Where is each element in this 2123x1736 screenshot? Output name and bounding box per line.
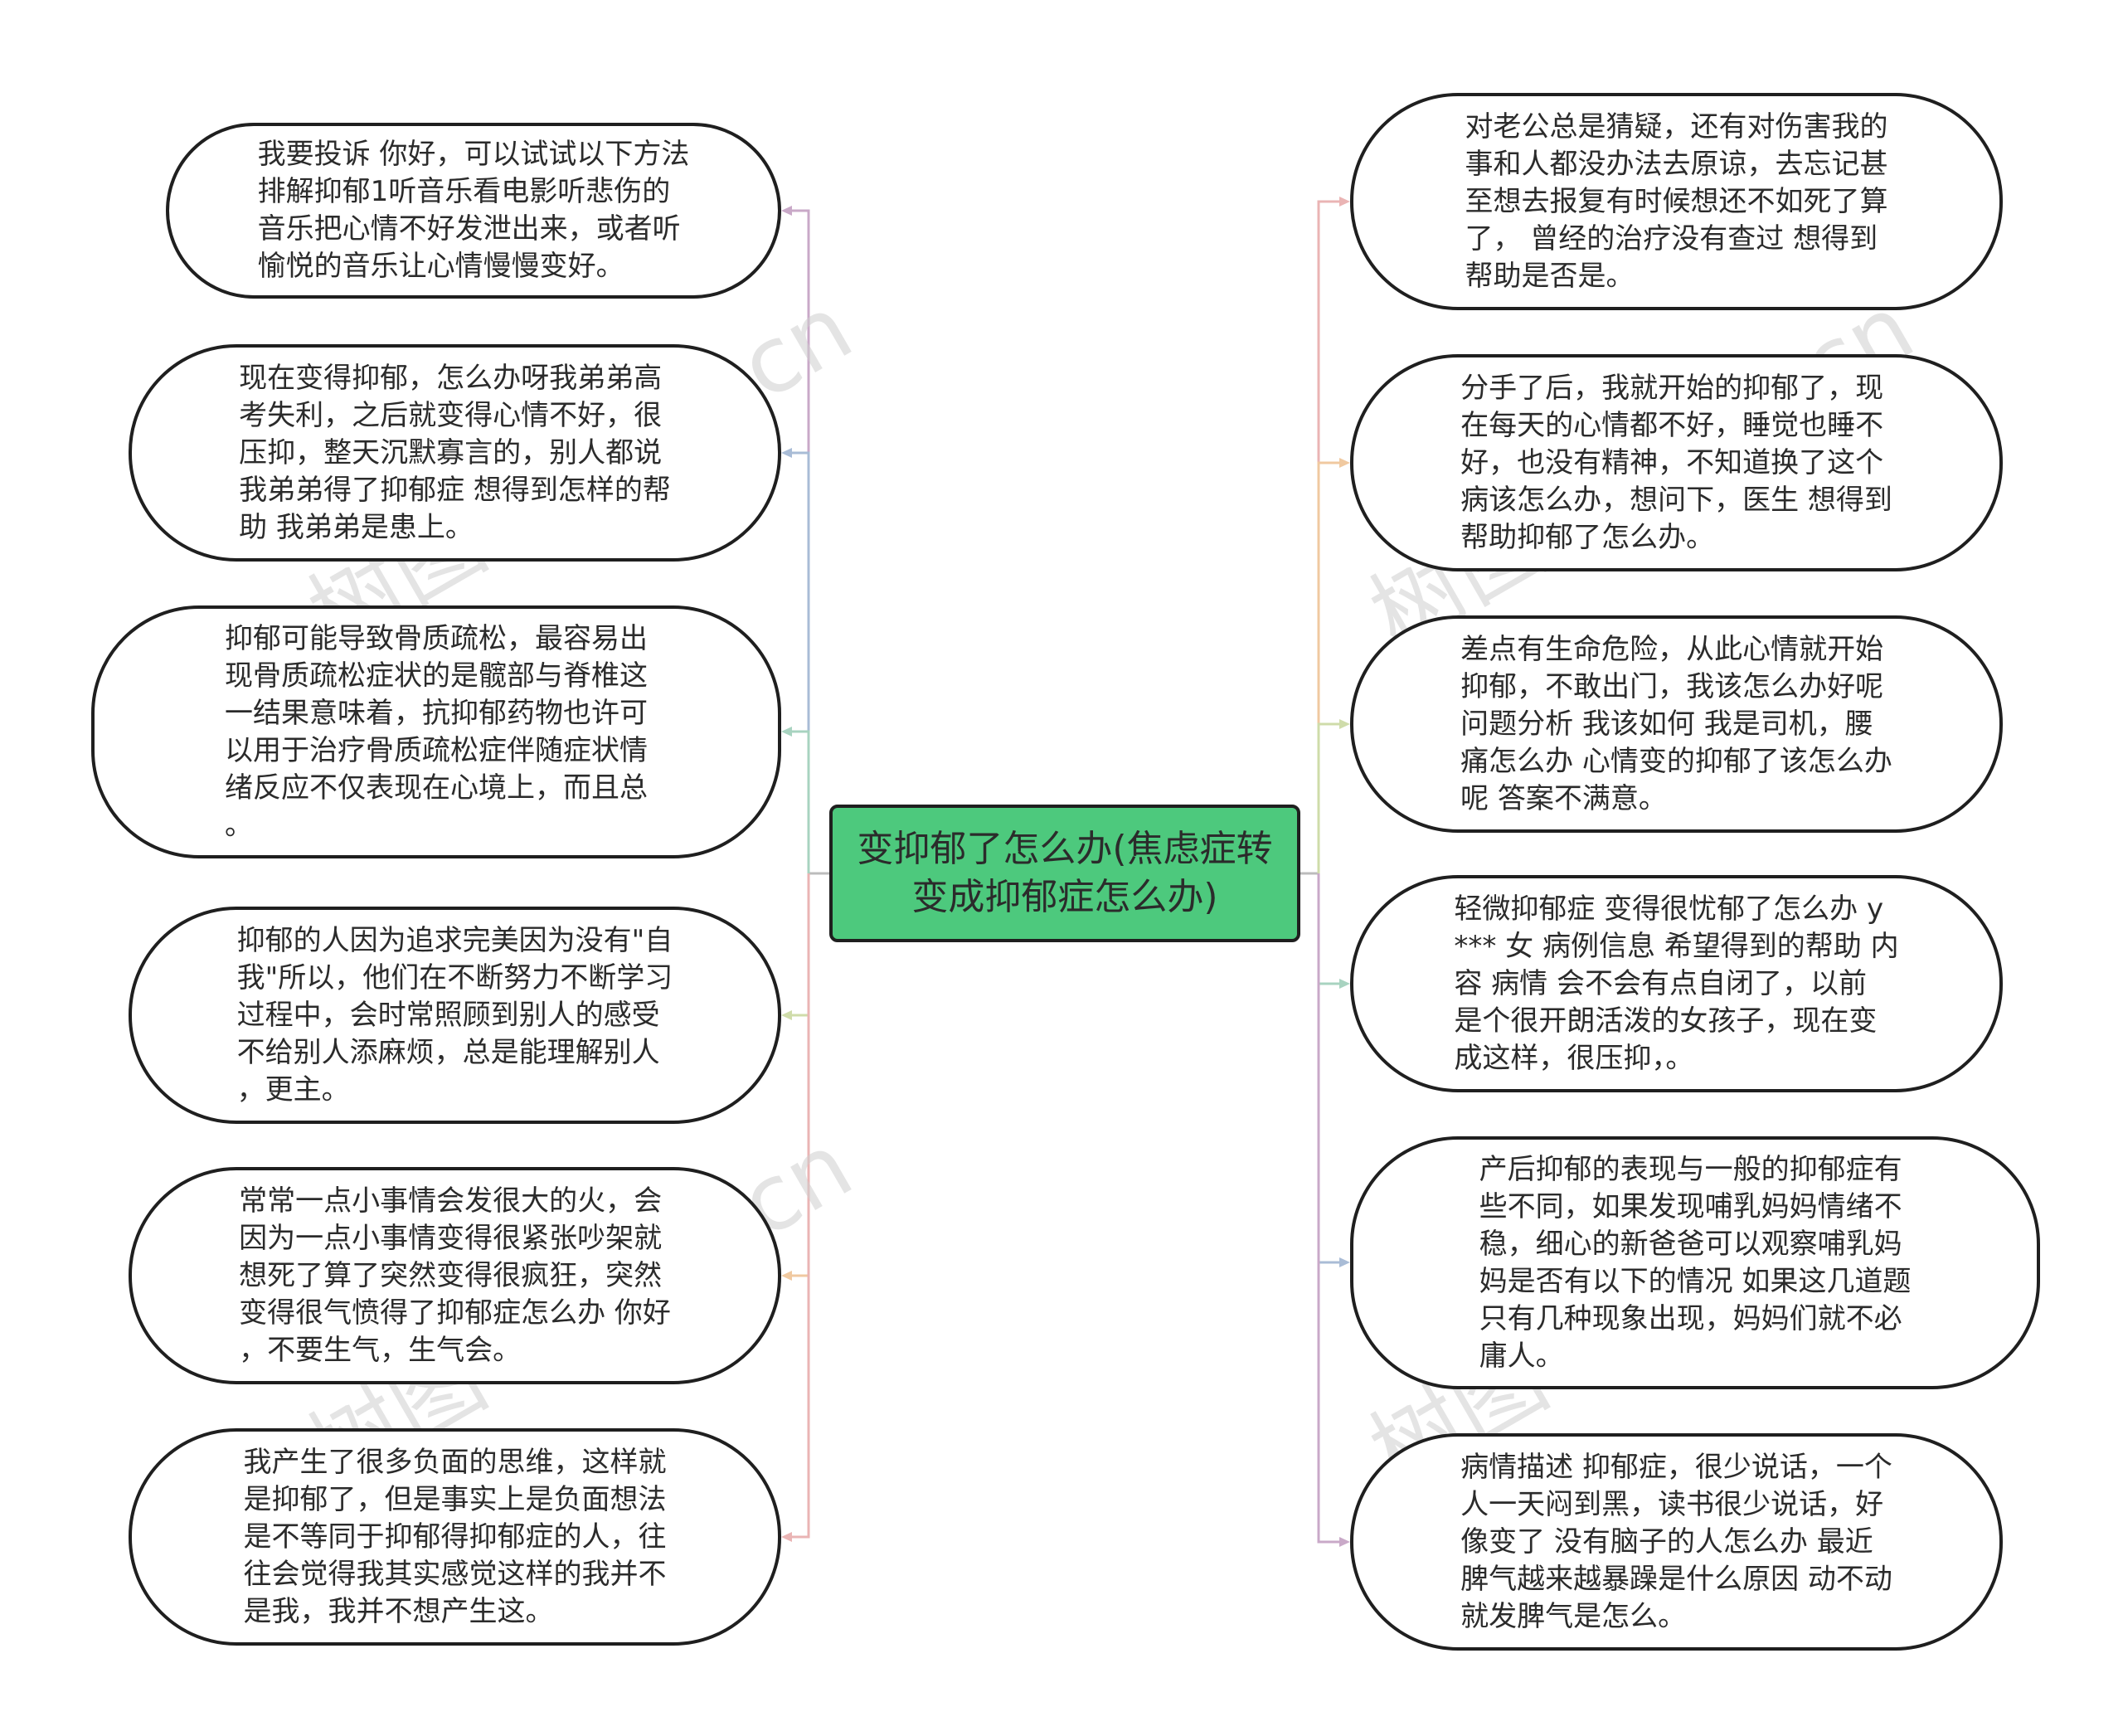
arrowhead-icon <box>781 1532 792 1542</box>
connector-line <box>1317 873 1340 985</box>
connector-line <box>1317 873 1340 1544</box>
branch-node[interactable]: 病情描述 抑郁症，很少说话，一个 人一天闷到黑，读书很少说话，好 像变了 没有脑… <box>1350 1433 2003 1651</box>
branch-node-text: 我要投诉 你好，可以试试以下方法 排解抑郁1听音乐看电影听悲伤的 音乐把心情不好… <box>257 138 690 283</box>
branch-node[interactable]: 抑郁的人因为追求完美因为没有"自 我"所以，他们在不断努力不断学习 过程中，会时… <box>129 907 781 1124</box>
central-topic[interactable]: 变抑郁了怎么办(焦虑症转 变成抑郁症怎么办) <box>829 805 1300 942</box>
arrowhead-icon <box>781 727 792 737</box>
connector-line <box>1317 461 1340 873</box>
connector-line <box>1317 722 1340 873</box>
branch-node-text: 病情描述 抑郁症，很少说话，一个 人一天闷到黑，读书很少说话，好 像变了 没有脑… <box>1460 1450 1892 1633</box>
arrowhead-icon <box>781 206 792 216</box>
branch-node-text: 对老公总是猜疑，还有对伤害我的 事和人都没办法去原谅，去忘记甚 至想去报复有时候… <box>1465 109 1888 293</box>
connector-line <box>1317 873 1340 1264</box>
branch-node[interactable]: 我产生了很多负面的思维，这样就 是抑郁了，但是事实上是负面想法 是不等同于抑郁得… <box>129 1428 781 1646</box>
arrowhead-icon <box>1339 979 1350 989</box>
branch-node[interactable]: 抑郁可能导致骨质疏松，最容易出 现骨质疏松症状的是髋部与脊椎这 一结果意味着，抗… <box>91 605 781 858</box>
connector-line <box>791 451 810 873</box>
branch-node[interactable]: 现在变得抑郁，怎么办呀我弟弟高 考失利，之后就变得心情不好，很 压抑，整天沉默寡… <box>129 344 781 562</box>
branch-node-text: 轻微抑郁症 变得很忧郁了怎么办 y *** 女 病例信息 希望得到的帮助 内 容… <box>1454 892 1899 1075</box>
branch-node[interactable]: 对老公总是猜疑，还有对伤害我的 事和人都没办法去原谅，去忘记甚 至想去报复有时候… <box>1350 93 2003 310</box>
branch-node[interactable]: 差点有生命危险，从此心情就开始 抑郁，不敢出门，我该怎么办好呢 问题分析 我该如… <box>1350 615 2003 833</box>
connector-line <box>791 873 810 1539</box>
branch-node-text: 产后抑郁的表现与一般的抑郁症有 些不同，如果发现哺乳妈妈情绪不 稳，细心的新爸爸… <box>1479 1152 1912 1373</box>
branch-node[interactable]: 产后抑郁的表现与一般的抑郁症有 些不同，如果发现哺乳妈妈情绪不 稳，细心的新爸爸… <box>1350 1136 2040 1389</box>
branch-node-text: 分手了后，我就开始的抑郁了，现 在每天的心情都不好，睡觉也睡不 好，也没有精神，… <box>1460 371 1892 554</box>
connector-line <box>791 873 810 1277</box>
branch-node[interactable]: 我要投诉 你好，可以试试以下方法 排解抑郁1听音乐看电影听悲伤的 音乐把心情不好… <box>166 123 781 299</box>
branch-node[interactable]: 常常一点小事情会发很大的火，会 因为一点小事情变得很紧张吵架就 想死了算了突然变… <box>129 1167 781 1384</box>
branch-node-text: 差点有生命危险，从此心情就开始 抑郁，不敢出门，我该怎么办好呢 问题分析 我该如… <box>1460 632 1892 815</box>
branch-node[interactable]: 分手了后，我就开始的抑郁了，现 在每天的心情都不好，睡觉也睡不 好，也没有精神，… <box>1350 354 2003 571</box>
branch-node-text: 我产生了很多负面的思维，这样就 是抑郁了，但是事实上是负面想法 是不等同于抑郁得… <box>243 1445 667 1628</box>
connector-line <box>791 873 810 1017</box>
connector-line <box>791 209 810 873</box>
connector-line <box>1317 200 1340 873</box>
arrowhead-icon <box>1339 719 1350 729</box>
arrowhead-icon <box>781 1010 792 1020</box>
branch-node-text: 抑郁可能导致骨质疏松，最容易出 现骨质疏松症状的是髋部与脊椎这 一结果意味着，抗… <box>225 621 648 842</box>
branch-node-text: 常常一点小事情会发很大的火，会 因为一点小事情变得很紧张吵架就 想死了算了突然变… <box>239 1184 671 1367</box>
arrowhead-icon <box>1339 1257 1350 1267</box>
branch-node-text: 抑郁的人因为追求完美因为没有"自 我"所以，他们在不断努力不断学习 过程中，会时… <box>236 923 673 1106</box>
branch-node[interactable]: 轻微抑郁症 变得很忧郁了怎么办 y *** 女 病例信息 希望得到的帮助 内 容… <box>1350 875 2003 1092</box>
arrowhead-icon <box>1339 458 1350 468</box>
arrowhead-icon <box>781 448 792 458</box>
central-topic-label: 变抑郁了怎么办(焦虑症转 变成抑郁症怎么办) <box>857 828 1273 918</box>
connector-line <box>791 730 810 873</box>
arrowhead-icon <box>1339 1537 1350 1547</box>
arrowhead-icon <box>781 1271 792 1281</box>
branch-node-text: 现在变得抑郁，怎么办呀我弟弟高 考失利，之后就变得心情不好，很 压抑，整天沉默寡… <box>239 361 671 544</box>
arrowhead-icon <box>1339 197 1350 207</box>
